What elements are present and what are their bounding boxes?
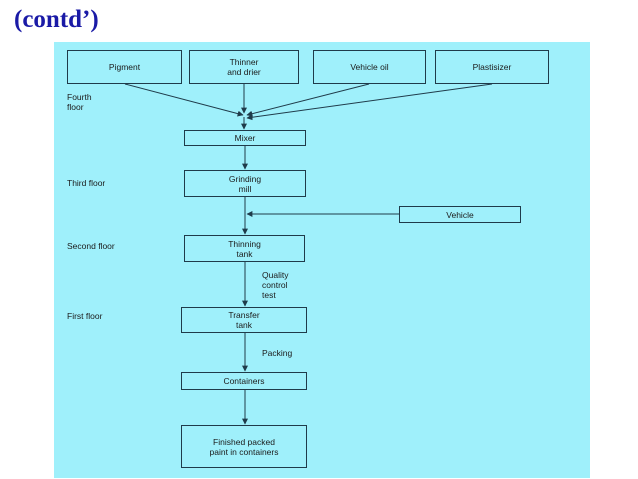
pigment-box: Pigment [67, 50, 182, 84]
arrow-plastisizer-to-mixer [246, 83, 493, 121]
arrow-pigment-to-mixer [124, 83, 244, 117]
packing-label: Packing [262, 348, 293, 358]
containers-box: Containers [181, 372, 307, 390]
slide-title: (contd’) [14, 6, 99, 33]
thinning-tank-box: Thinning tank [184, 235, 305, 262]
plastisizer-box: Plastisizer [435, 50, 549, 84]
vehicle-oil-box: Vehicle oil [313, 50, 426, 84]
grinding-mill-box: Grinding mill [184, 170, 306, 197]
quality-control-label: Quality control test [262, 270, 289, 300]
thinner-drier-box: Thinner and drier [189, 50, 299, 84]
vehicle-box: Vehicle [399, 206, 521, 223]
floor-label-first: First floor [67, 311, 103, 321]
finished-paint-box: Finished packed paint in containers [181, 425, 307, 468]
floor-label-fourth: Fourth floor [67, 92, 92, 112]
arrow-vehicle-oil-to-mixer [246, 83, 370, 117]
floor-label-third: Third floor [67, 178, 106, 188]
mixer-box: Mixer [184, 130, 306, 146]
flowchart-panel [54, 42, 590, 478]
transfer-tank-box: Transfer tank [181, 307, 307, 333]
floor-label-second: Second floor [67, 241, 115, 251]
